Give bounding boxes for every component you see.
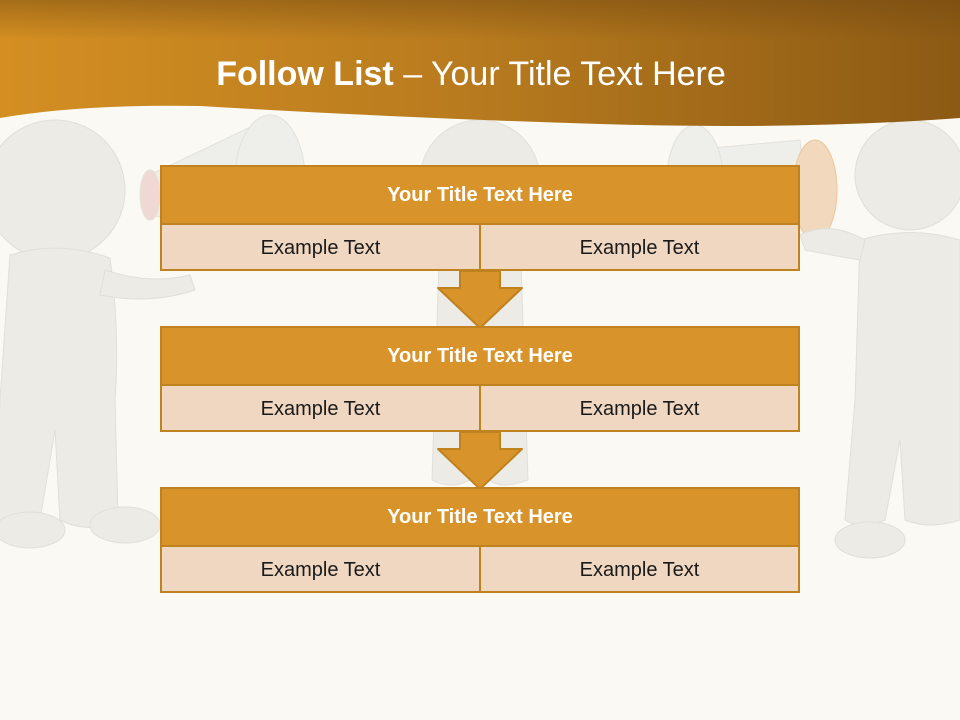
block-row: Example Text Example Text (162, 386, 798, 432)
down-arrow-icon (437, 270, 523, 329)
list-block-1: Your Title Text Here Example Text Exampl… (160, 165, 800, 271)
slide-title-bold: Follow List (216, 55, 394, 93)
block-cell-right: Example Text (479, 225, 798, 271)
block-row: Example Text Example Text (162, 547, 798, 593)
block-title: Your Title Text Here (162, 489, 798, 547)
list-block-3: Your Title Text Here Example Text Exampl… (160, 487, 800, 593)
block-row: Example Text Example Text (162, 225, 798, 271)
list-block-2: Your Title Text Here Example Text Exampl… (160, 326, 800, 432)
person-figure-left (0, 119, 196, 549)
person-figure-right (799, 119, 960, 559)
slide-title-rest: – Your Title Text Here (403, 55, 726, 93)
down-arrow-icon (437, 431, 523, 490)
block-title: Your Title Text Here (162, 328, 798, 386)
block-title: Your Title Text Here (162, 167, 798, 225)
block-cell-left: Example Text (260, 558, 381, 581)
block-cell-right: Example Text (479, 547, 798, 593)
block-cell-left: Example Text (260, 397, 381, 420)
slide-title: Follow List – Your Title Text Here (0, 52, 942, 96)
block-cell-right: Example Text (479, 386, 798, 432)
block-cell-left: Example Text (260, 236, 381, 259)
